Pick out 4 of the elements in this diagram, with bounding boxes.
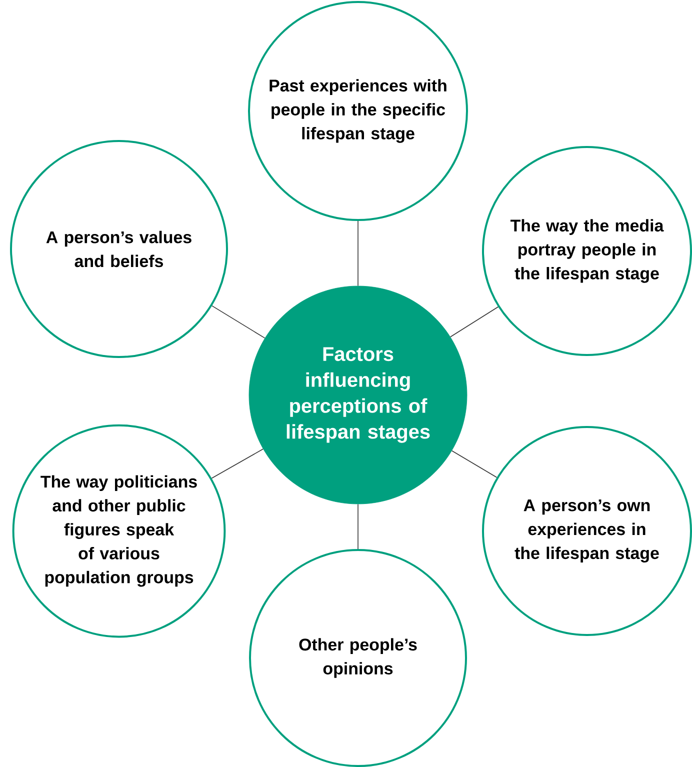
connector-line bbox=[212, 305, 266, 338]
connector-line bbox=[211, 448, 264, 479]
connector-line bbox=[450, 306, 499, 338]
connector-line bbox=[451, 450, 498, 478]
